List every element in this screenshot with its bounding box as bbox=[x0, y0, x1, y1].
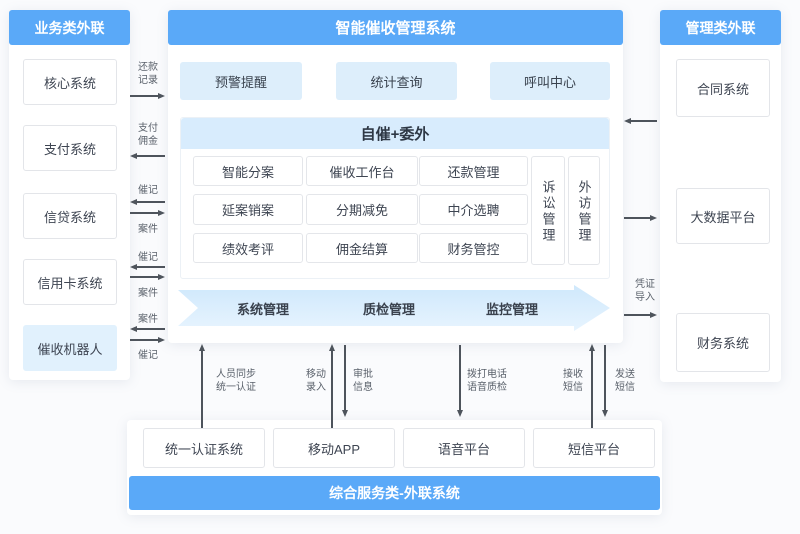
band-system-management: 系统管理 bbox=[236, 301, 289, 317]
flow-label-personnel-sync-auth: 人员同步 统一认证 bbox=[216, 369, 256, 393]
arrow-center-to-bigdata bbox=[624, 217, 651, 219]
panel-collection-system: 智能催收管理系统 预警提醒 统计查询 呼叫中心 自催+委外 智能分案 催收工作台… bbox=[168, 10, 623, 343]
node-mobile-app: 移动APP bbox=[273, 428, 395, 468]
flow-label-call-quality: 拨打电话 语音质检 bbox=[467, 369, 507, 393]
arrow-case-2-right bbox=[130, 276, 159, 278]
panel-management-external-title: 管理类外联 bbox=[660, 10, 781, 45]
node-collection-robot: 催收机器人 bbox=[23, 325, 117, 371]
arrow-pay-commission-left bbox=[136, 155, 165, 157]
group-self-and-outsourced: 自催+委外 智能分案 催收工作台 还款管理 延案销案 分期减免 中介选聘 绩效考… bbox=[180, 117, 610, 279]
module-field-visit-management: 外访管理 bbox=[568, 156, 600, 265]
arrow-case-3-left bbox=[136, 328, 165, 330]
module-agency-selection: 中介选聘 bbox=[419, 194, 528, 225]
flow-label-collection-note-3: 催记 bbox=[138, 350, 158, 361]
panel-integrated-services-title: 综合服务类-外联系统 bbox=[129, 476, 660, 510]
module-finance-control: 财务管控 bbox=[419, 233, 528, 263]
module-performance-appraisal: 绩效考评 bbox=[193, 233, 303, 263]
module-litigation-management: 诉讼管理 bbox=[531, 156, 565, 265]
flow-label-pay-commission: 支付 佣金 bbox=[138, 123, 158, 147]
node-unified-auth-system: 统一认证系统 bbox=[143, 428, 265, 468]
arrow-auth-up bbox=[201, 350, 203, 428]
arrow-receive-sms-up bbox=[591, 350, 593, 428]
arrow-call-quality-down bbox=[459, 345, 461, 411]
node-credit-card-system: 信用卡系统 bbox=[23, 259, 117, 305]
flow-label-case-3: 案件 bbox=[138, 314, 158, 325]
module-installment-reduction: 分期减免 bbox=[306, 194, 418, 225]
arrow-contract-to-center bbox=[630, 120, 657, 122]
flow-label-send-sms: 发送 短信 bbox=[615, 369, 635, 393]
group-title: 自催+委外 bbox=[181, 118, 609, 149]
panel-management-external: 管理类外联 合同系统 大数据平台 财务系统 bbox=[660, 10, 781, 382]
node-contract-system: 合同系统 bbox=[676, 59, 770, 117]
arrow-collection-note-3-right bbox=[130, 339, 159, 341]
arrow-mobile-entry-up bbox=[331, 350, 333, 428]
flow-label-voucher-import: 凭证 导入 bbox=[635, 279, 655, 303]
arrow-repayment-record-right bbox=[130, 95, 159, 97]
band-quality-management: 质检管理 bbox=[362, 301, 415, 317]
band-monitor-management: 监控管理 bbox=[485, 301, 538, 317]
node-sms-platform: 短信平台 bbox=[533, 428, 655, 468]
module-warning-reminder: 预警提醒 bbox=[180, 62, 302, 100]
panel-business-external-title: 业务类外联 bbox=[9, 10, 130, 45]
module-collection-workbench: 催收工作台 bbox=[306, 156, 418, 186]
flow-label-receive-sms: 接收 短信 bbox=[563, 369, 583, 393]
arrow-voucher-import-right bbox=[624, 314, 651, 316]
node-bigdata-platform: 大数据平台 bbox=[676, 188, 770, 244]
module-smart-case-assignment: 智能分案 bbox=[193, 156, 303, 186]
panel-collection-system-title: 智能催收管理系统 bbox=[168, 10, 623, 45]
arrow-case-1-right bbox=[130, 212, 159, 214]
flow-label-case-2: 案件 bbox=[138, 288, 158, 299]
node-finance-system: 财务系统 bbox=[676, 313, 770, 372]
node-credit-system: 信贷系统 bbox=[23, 193, 117, 239]
node-core-system: 核心系统 bbox=[23, 59, 117, 105]
module-commission-settlement: 佣金结算 bbox=[306, 233, 418, 263]
module-case-postpone-close: 延案销案 bbox=[193, 194, 303, 225]
arrow-approval-info-down bbox=[344, 345, 346, 411]
flow-label-case-1: 案件 bbox=[138, 224, 158, 235]
arrow-collection-note-1-left bbox=[136, 201, 165, 203]
module-repayment-management: 还款管理 bbox=[419, 156, 528, 186]
arrow-collection-note-2-left bbox=[136, 266, 165, 268]
node-voice-platform: 语音平台 bbox=[403, 428, 525, 468]
flow-label-repayment-record: 还款 记录 bbox=[138, 62, 158, 86]
module-call-center: 呼叫中心 bbox=[490, 62, 610, 100]
flow-label-collection-note-2: 催记 bbox=[138, 252, 158, 263]
panel-integrated-services: 统一认证系统 移动APP 语音平台 短信平台 综合服务类-外联系统 bbox=[127, 420, 662, 515]
arrow-send-sms-down bbox=[604, 345, 606, 411]
flow-label-mobile-entry: 移动 录入 bbox=[306, 369, 326, 393]
node-payment-system: 支付系统 bbox=[23, 125, 117, 171]
flow-label-approval-info: 审批 信息 bbox=[353, 369, 373, 393]
module-statistics-query: 统计查询 bbox=[336, 62, 457, 100]
management-arrow-band: 系统管理 质检管理 监控管理 bbox=[178, 285, 610, 331]
panel-business-external: 业务类外联 核心系统 支付系统 信贷系统 信用卡系统 催收机器人 bbox=[9, 10, 130, 380]
flow-label-collection-note-1: 催记 bbox=[138, 185, 158, 196]
